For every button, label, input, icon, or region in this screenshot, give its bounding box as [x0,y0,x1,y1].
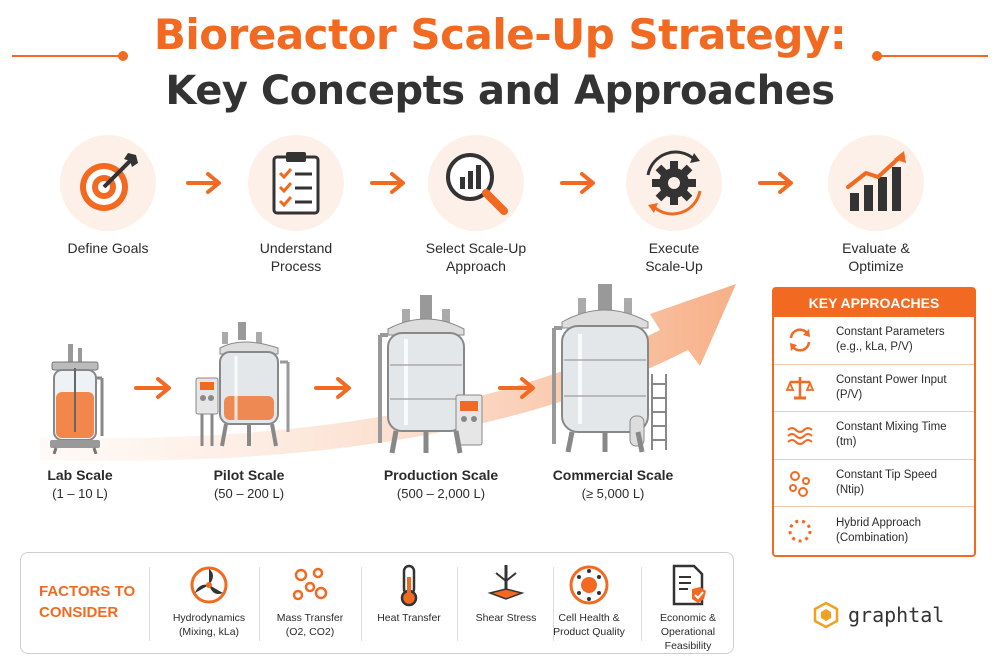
factor-shear-stress: Shear Stress [461,563,551,625]
scale-label-commercial: Commercial Scale(≥ 5,000 L) [552,467,674,501]
factor-divider [553,567,554,641]
step-arrow-3 [560,170,598,201]
commercial-scale-vessel [552,284,667,453]
factor-hydrodynamics: Hydrodynamics(Mixing, kLa) [161,563,257,639]
scale-arrow-2 [314,375,354,406]
scale-label-production: Production Scale(500 – 2,000 L) [383,467,499,501]
dotted-circle-icon [788,519,812,543]
step-circle [828,135,924,231]
growth-chart-icon [846,151,906,211]
arrow-right-icon [370,172,405,194]
pilot-scale-vessel [195,322,290,447]
factor-divider [641,567,642,641]
step-define-goals: Define Goals [28,135,188,257]
brand-logo: graphtal [812,601,944,629]
production-scale-vessel [378,295,483,454]
step-circle [60,135,156,231]
title-decoration-dot-left [118,51,128,61]
waves-icon [787,427,813,446]
clipboard-checklist-icon [272,152,320,215]
impeller-icon [190,566,228,604]
factor-divider [259,567,260,641]
key-approaches-panel: KEY APPROACHES Constant Parameters(e.g.,… [772,287,976,557]
scale-arrow-3 [498,375,538,406]
magnifier-chart-icon [446,153,508,215]
key-approaches-header: KEY APPROACHES [774,289,974,317]
step-label: Define Goals [67,240,149,256]
document-check-icon [672,564,706,606]
scale-label-pilot: Pilot Scale(50 – 200 L) [213,467,285,501]
approach-constant-parameters: Constant Parameters(e.g., kLa, P/V) [774,317,974,365]
step-arrow-1 [186,170,224,201]
gear-cycle-icon [646,150,702,216]
agitator-icon [487,565,525,600]
page-title: Bioreactor Scale-Up Strategy: [153,10,847,59]
arrow-right-icon [314,377,351,399]
title-decoration-left [12,55,120,57]
arrow-right-icon [186,172,221,194]
cell-icon [569,565,609,605]
step-circle [626,135,722,231]
step-circle [428,135,524,231]
arrow-right-icon [498,377,535,399]
step-arrow-2 [370,170,408,201]
factor-mass-transfer: Mass Transfer(O2, CO2) [265,563,355,639]
cycle-arrows-icon [789,328,811,352]
factor-heat-transfer: Heat Transfer [365,563,453,625]
approach-constant-power: Constant Power Input(P/V) [774,365,974,412]
step-arrow-4 [758,170,796,201]
balance-scale-icon [786,376,814,400]
step-evaluate-optimize: Evaluate &Optimize [796,135,956,275]
factor-divider [361,567,362,641]
scale-label-lab: Lab Scale(1 – 10 L) [47,467,113,501]
title-decoration-dot-right [872,51,882,61]
factor-divider [457,567,458,641]
brand-name: graphtal [848,603,945,627]
hexagon-logo-icon [813,601,839,629]
bubbles-icon [789,470,810,497]
title-decoration-right [880,55,988,57]
thermometer-icon [400,564,418,607]
lab-scale-vessel [50,344,104,454]
factor-cell-health: Cell Health &Product Quality [541,563,637,639]
step-circle [248,135,344,231]
approach-constant-tip-speed: Constant Tip Speed(Ntip) [774,460,974,507]
arrow-right-icon [560,172,595,194]
arrow-right-icon [758,172,793,194]
bubbles-icon [292,567,328,601]
step-label: Evaluate &Optimize [842,240,910,274]
arrow-right-icon [134,377,171,399]
page-subtitle: Key Concepts and Approaches [165,68,835,114]
factor-divider [149,567,150,641]
scale-arrow-1 [134,375,174,406]
target-icon [80,153,138,211]
approach-constant-mixing-time: Constant Mixing Time(tm) [774,412,974,460]
approach-hybrid: Hybrid Approach(Combination) [774,507,974,555]
